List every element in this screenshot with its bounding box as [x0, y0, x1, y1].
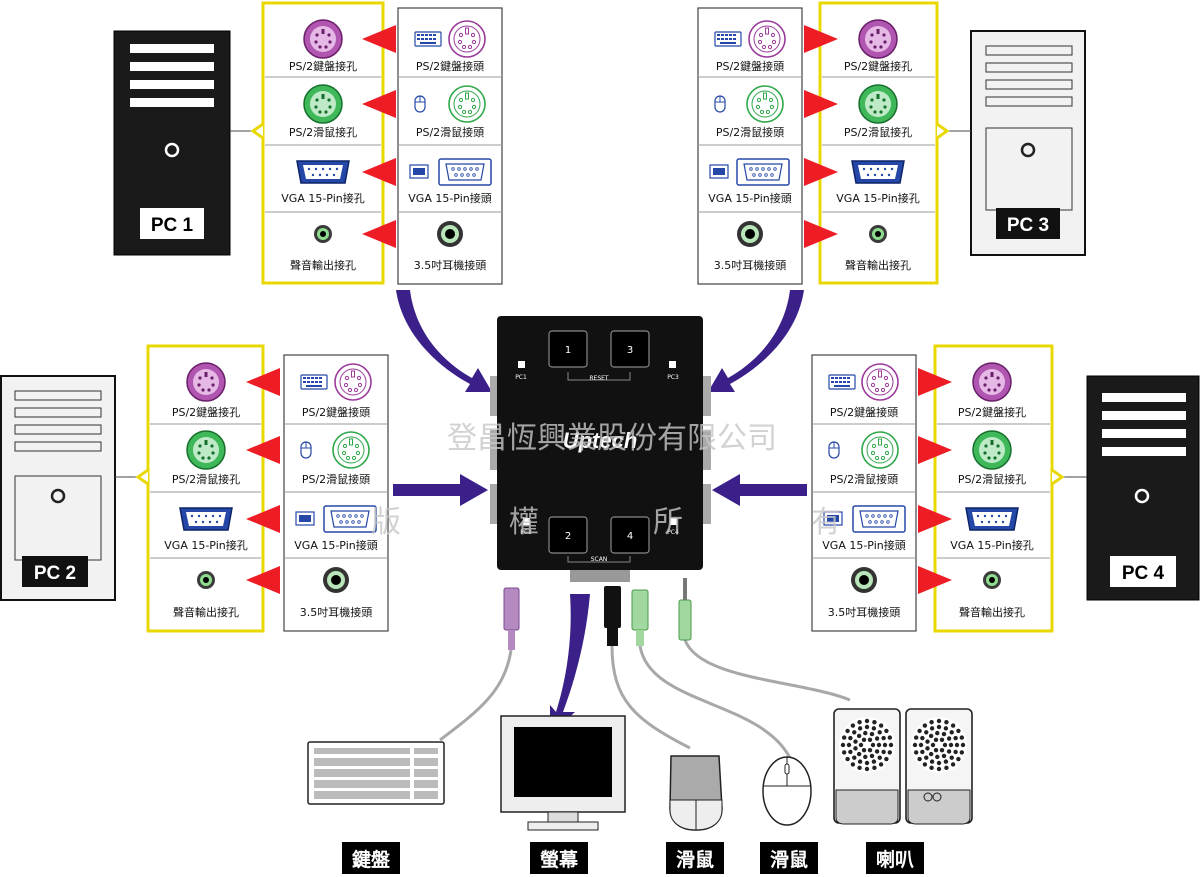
mouse-ps2-device — [669, 755, 723, 831]
brand-logo: Uptech — [563, 428, 638, 453]
kvm-button-3-label: 3 — [627, 345, 633, 356]
ps2-mouse-plug-label: PS/2滑鼠接頭 — [416, 125, 484, 139]
speaker-grille-left — [840, 718, 894, 772]
audio-plug-label: 3.5吋耳機接頭 — [714, 258, 787, 272]
pc-label-3: PC 3 — [1007, 215, 1049, 236]
led-pc2 — [523, 518, 530, 525]
ps2-mouse-jack-label: PS/2滑鼠接孔 — [172, 472, 240, 486]
ps2-keyboard-jack-label: PS/2鍵盤接孔 — [958, 405, 1026, 419]
kvm-button-2-label: 2 — [565, 531, 571, 542]
ps2-keyboard-plug-label: PS/2鍵盤接頭 — [716, 59, 784, 73]
speaker-grille-right — [912, 718, 966, 772]
speakers-device — [833, 708, 973, 825]
mouse-usb-device — [762, 756, 812, 826]
ps2-keyboard-plug-label: PS/2鍵盤接頭 — [830, 405, 898, 419]
ps2-mouse-jack-label: PS/2滑鼠接孔 — [844, 125, 912, 139]
vga-plug-label: VGA 15-Pin接頭 — [294, 539, 377, 552]
vga-jack-label: VGA 15-Pin接孔 — [281, 192, 364, 205]
ps2-mouse-jack-label: PS/2滑鼠接孔 — [958, 472, 1026, 486]
audio-jack-label: 聲音輸出接孔 — [959, 605, 1025, 619]
scan-label: SCAN — [591, 556, 608, 563]
audio-plug-label: 3.5吋耳機接頭 — [300, 605, 373, 619]
watermark-rights-4: 有 — [811, 505, 841, 540]
vga-jack-label: VGA 15-Pin接孔 — [836, 192, 919, 205]
device-labels: 鍵盤 螢幕 滑鼠 滑鼠 喇叭 — [342, 842, 924, 874]
output-cables — [439, 639, 851, 759]
led-pc2-label: PC2 — [520, 529, 532, 536]
audio-plug-label: 3.5吋耳機接頭 — [828, 605, 901, 619]
led-pc3 — [669, 361, 676, 368]
led-pc4-label: PC4 — [667, 529, 679, 536]
kvm-button-1[interactable] — [548, 330, 588, 368]
panel-group-pc3: PS/2鍵盤接頭 PS/2滑鼠接頭 VGA 15-Pin接頭 3.5吋耳機接頭 … — [697, 1, 971, 285]
audio-jack-label: 聲音輸出接孔 — [290, 258, 356, 272]
mouse-usb-label: 滑鼠 — [770, 848, 808, 871]
keyboard-label: 鍵盤 — [352, 848, 391, 871]
keyboard-device — [307, 741, 445, 805]
mouse-ps2-label: 滑鼠 — [676, 848, 714, 871]
kvm-button-4[interactable] — [610, 516, 650, 554]
led-pc3-label: PC3 — [667, 374, 679, 381]
led-pc1-label: PC1 — [515, 374, 527, 381]
pc-label-2: PC 2 — [34, 563, 76, 584]
output-plugs — [503, 578, 692, 650]
ps2-mouse-plug-label: PS/2滑鼠接頭 — [716, 125, 784, 139]
ps2-keyboard-plug-label: PS/2鍵盤接頭 — [416, 59, 484, 73]
watermark-company: 登昌恆興業股份有限公司 — [447, 421, 777, 456]
ps2-mouse-plug-label: PS/2滑鼠接頭 — [302, 472, 370, 486]
led-pc1 — [518, 361, 525, 368]
audio-jack-label: 聲音輸出接孔 — [845, 258, 911, 272]
vga-jack-label: VGA 15-Pin接孔 — [164, 539, 247, 552]
pc-tower-3: PC 3 — [970, 30, 1086, 256]
watermark-rights-2: 權 — [509, 505, 539, 540]
vga-plug-label: VGA 15-Pin接頭 — [708, 192, 791, 205]
watermark-rights-1: 版 — [371, 505, 401, 540]
panel-group-pc4: PS/2鍵盤接頭 PS/2滑鼠接頭 VGA 15-Pin接頭 3.5吋耳機接頭 … — [811, 344, 1087, 633]
kvm-switch: 1 3 RESET PC1 PC3 Uptech 2 4 SCAN PC2 PC… — [490, 316, 711, 582]
vga-plug-label: VGA 15-Pin接頭 — [822, 539, 905, 552]
speaker-label: 喇叭 — [876, 849, 914, 871]
ps2-mouse-plug-label: PS/2滑鼠接頭 — [830, 472, 898, 486]
led-pc4 — [670, 518, 677, 525]
ps2-keyboard-jack-label: PS/2鍵盤接孔 — [844, 59, 912, 73]
watermark: 登昌恆興業股份有限公司 版 權 所 有 — [371, 421, 841, 540]
ps2-keyboard-jack-label: PS/2鍵盤接孔 — [172, 405, 240, 419]
ps2-mouse-jack-label: PS/2滑鼠接孔 — [289, 125, 357, 139]
audio-jack-label: 聲音輸出接孔 — [173, 605, 239, 619]
vga-plug-label: VGA 15-Pin接頭 — [408, 192, 491, 205]
kvm-button-1-label: 1 — [565, 345, 571, 356]
panel-group-pc1: PS/2鍵盤接孔 PS/2滑鼠接孔 VGA 15-Pin接孔 聲音輸出接孔 PS… — [230, 1, 503, 285]
pc-label-4: PC 4 — [1122, 563, 1165, 584]
kvm-button-3[interactable] — [610, 330, 650, 368]
audio-plug-label: 3.5吋耳機接頭 — [414, 258, 487, 272]
monitor-device — [500, 715, 626, 831]
kvm-button-4-label: 4 — [627, 531, 633, 542]
purple-arrows — [393, 290, 807, 735]
pc-tower-2: PC 2 — [0, 375, 116, 601]
pc-tower-1: PC 1 — [113, 30, 231, 256]
pc-tower-4: PC 4 — [1086, 375, 1200, 601]
watermark-rights-3: 所 — [653, 505, 683, 540]
pc-label-1: PC 1 — [151, 215, 194, 236]
kvm-button-2[interactable] — [548, 516, 588, 554]
ps2-keyboard-plug-label: PS/2鍵盤接頭 — [302, 405, 370, 419]
panel-group-pc2: PS/2鍵盤接孔 PS/2滑鼠接孔 VGA 15-Pin接孔 聲音輸出接孔 PS… — [115, 344, 389, 633]
monitor-label: 螢幕 — [540, 848, 579, 871]
ps2-keyboard-jack-label: PS/2鍵盤接孔 — [289, 59, 357, 73]
vga-jack-label: VGA 15-Pin接孔 — [950, 539, 1033, 552]
reset-label: RESET — [589, 375, 609, 382]
